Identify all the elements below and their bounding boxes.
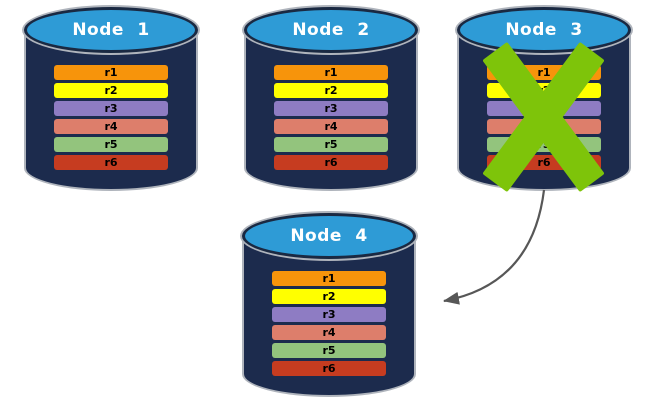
row-r1: r1 — [54, 65, 168, 80]
row-r5: r5 — [274, 137, 388, 152]
row-stack: r1 r2 r3 r4 r5 r6 — [274, 65, 388, 173]
row-r5: r5 — [272, 343, 386, 358]
cylinder-top: Node 4 — [242, 213, 416, 259]
row-r2: r2 — [272, 289, 386, 304]
cylinder-top: Node 2 — [244, 7, 418, 53]
row-r2: r2 — [274, 83, 388, 98]
cylinder-top: Node 1 — [24, 7, 198, 53]
row-r3: r3 — [54, 101, 168, 116]
row-r6: r6 — [274, 155, 388, 170]
row-r5: r5 — [54, 137, 168, 152]
row-r4: r4 — [272, 325, 386, 340]
node-label: Node 3 — [505, 20, 583, 40]
row-r3: r3 — [274, 101, 388, 116]
row-stack: r1 r2 r3 r4 r5 r6 — [54, 65, 168, 173]
row-r4: r4 — [274, 119, 388, 134]
node-label: Node 2 — [292, 20, 370, 40]
x-mark-icon — [481, 41, 605, 193]
row-r6: r6 — [272, 361, 386, 376]
row-r1: r1 — [272, 271, 386, 286]
node-1: Node 1 r1 r2 r3 r4 r5 r6 — [24, 7, 198, 191]
row-r1: r1 — [274, 65, 388, 80]
node-label: Node 1 — [72, 20, 150, 40]
row-r6: r6 — [54, 155, 168, 170]
row-r2: r2 — [54, 83, 168, 98]
row-r3: r3 — [272, 307, 386, 322]
node-label: Node 4 — [290, 226, 368, 246]
cylinder-top: Node 3 — [457, 7, 631, 53]
arrow-path — [443, 189, 546, 305]
row-r4: r4 — [54, 119, 168, 134]
row-stack: r1 r2 r3 r4 r5 r6 — [272, 271, 386, 379]
node-2: Node 2 r1 r2 r3 r4 r5 r6 — [244, 7, 418, 191]
node-4: Node 4 r1 r2 r3 r4 r5 r6 — [242, 213, 416, 397]
